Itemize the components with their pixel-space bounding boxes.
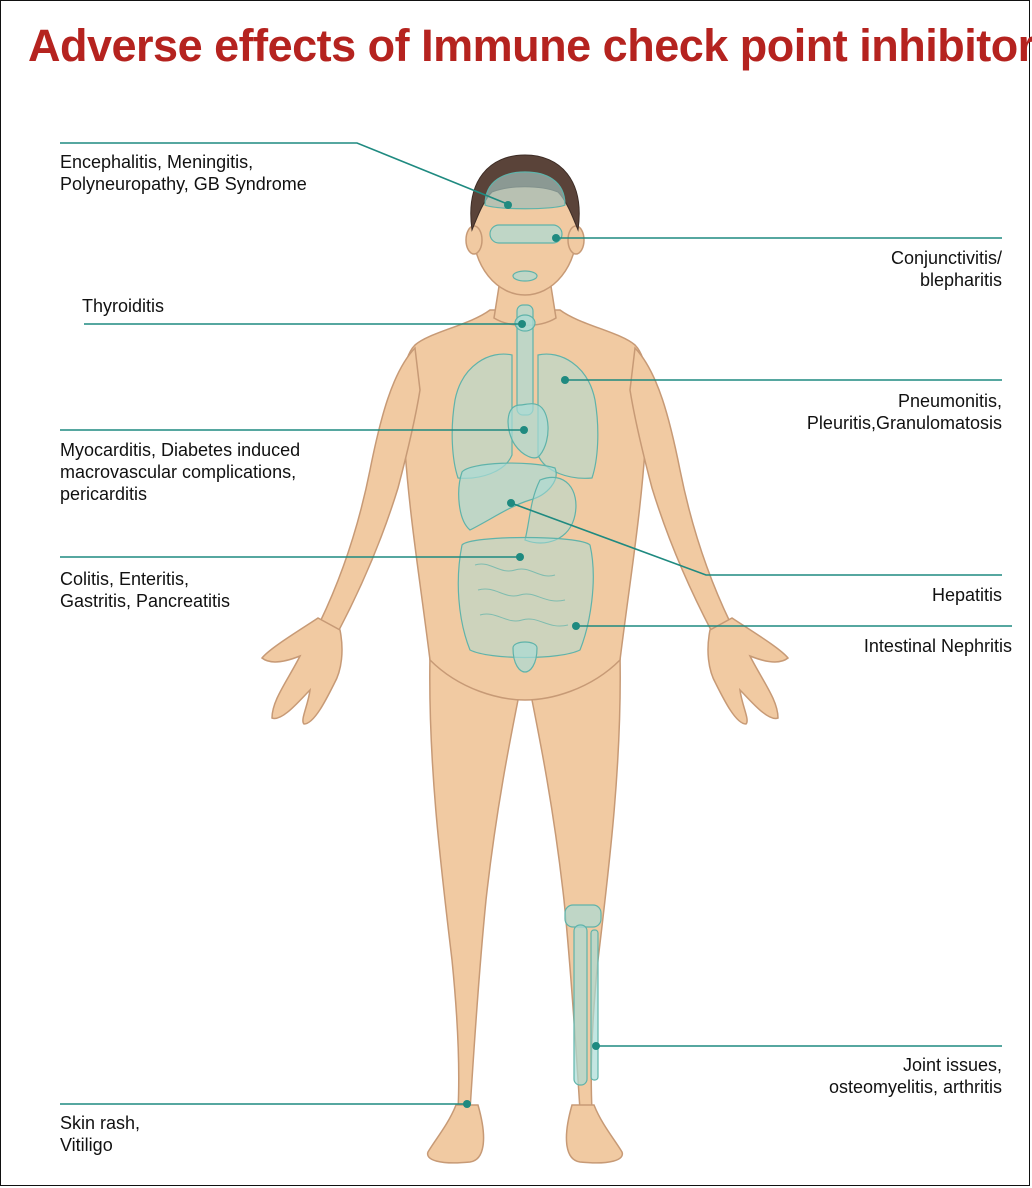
left-hand xyxy=(262,618,342,724)
label-heart: Myocarditis, Diabetes induced macrovascu… xyxy=(60,439,300,505)
dot-gut xyxy=(516,553,524,561)
label-gut: Colitis, Enteritis, Gastritis, Pancreati… xyxy=(60,568,230,612)
label-thyroid: Thyroiditis xyxy=(82,295,164,317)
label-liver: Hepatitis xyxy=(932,584,1002,606)
mouth xyxy=(513,271,537,281)
eyes xyxy=(490,225,562,243)
dot-heart xyxy=(520,426,528,434)
right-arm xyxy=(630,348,730,632)
right-ear xyxy=(568,226,584,254)
dot-joints xyxy=(592,1042,600,1050)
label-joints: Joint issues, osteomyelitis, arthritis xyxy=(829,1054,1002,1098)
dot-eyes xyxy=(552,234,560,242)
knee-bone xyxy=(565,905,601,927)
label-lungs: Pneumonitis, Pleuritis,Granulomatosis xyxy=(807,390,1002,434)
tibia xyxy=(574,925,587,1085)
dot-thyroid xyxy=(518,320,526,328)
label-eyes: Conjunctivitis/ blepharitis xyxy=(891,247,1002,291)
dot-neuro xyxy=(504,201,512,209)
intestines xyxy=(458,538,593,658)
label-neuro: Encephalitis, Meningitis, Polyneuropathy… xyxy=(60,151,307,195)
right-hand xyxy=(708,618,788,724)
dot-kidney xyxy=(572,622,580,630)
left-ear xyxy=(466,226,482,254)
left-foot xyxy=(428,1105,484,1163)
left-leg xyxy=(430,655,520,1110)
dot-lungs xyxy=(561,376,569,384)
label-skin: Skin rash, Vitiligo xyxy=(60,1112,140,1156)
dot-skin xyxy=(463,1100,471,1108)
label-kidney: Intestinal Nephritis xyxy=(864,635,1012,657)
right-foot xyxy=(566,1105,622,1163)
left-arm xyxy=(320,348,420,632)
fibula xyxy=(591,930,598,1080)
dot-liver xyxy=(507,499,515,507)
